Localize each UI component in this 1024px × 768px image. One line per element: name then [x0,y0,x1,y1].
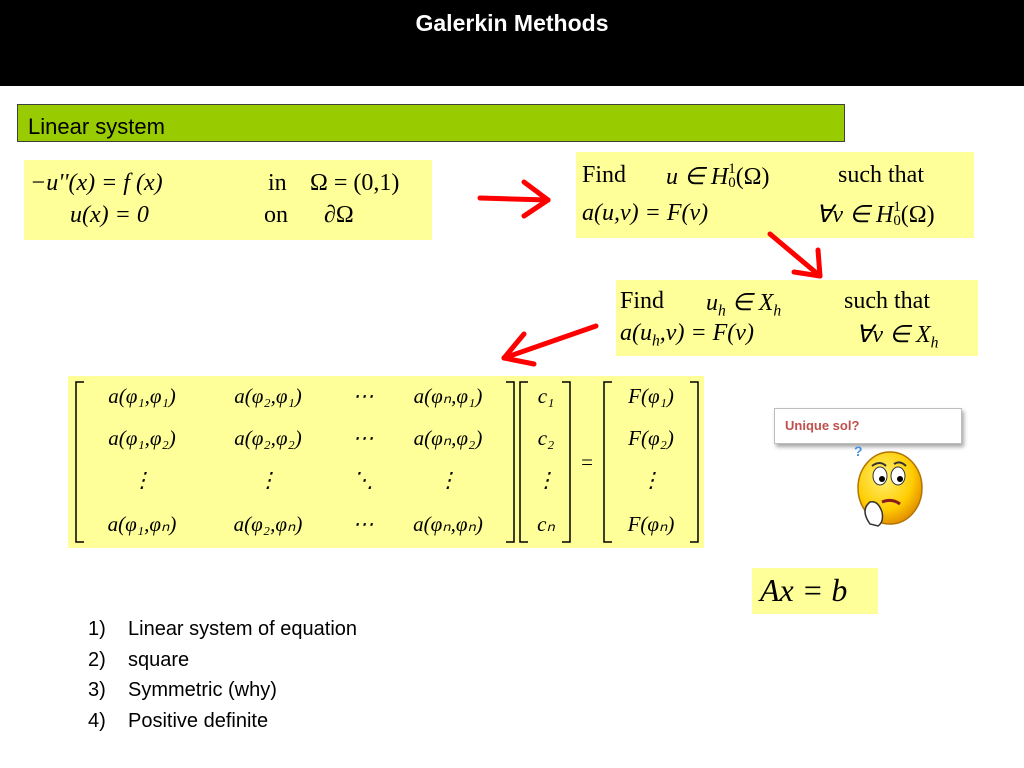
slide-title: Galerkin Methods [415,10,609,36]
callout-text: Unique sol? [785,418,860,433]
matrix-entry: a(φ₁,φ₂) [108,426,176,450]
list-item: 2)square [88,648,190,671]
list-item: 1)Linear system of equation [88,618,358,640]
list-item: 4)Positive definite [88,709,269,732]
discrete-form-box: Find uh ∈ Xh such that a(uh,v) = F(v) ∀v… [616,280,978,356]
unknown-entry: c₂ [537,426,555,450]
matrix-entry: a(φ₂,φₙ) [233,512,303,536]
weak-form-such-that: such that [838,162,924,188]
matrix-entry: a(φ₁,φₙ) [107,512,177,536]
matrix-entry: a(φₙ,φ₂) [413,426,483,450]
slide-header: Galerkin Methods [0,0,1024,86]
matrix-equals: = [581,450,593,474]
matrix-entry: ⋯ [352,384,374,408]
arrow-right-icon [477,179,551,219]
rhs-entry: F(φ₂) [628,426,674,450]
unknown-entry: c₁ [537,384,555,408]
properties-list: 1)Linear system of equation 2)square 3)S… [88,618,357,740]
section-title: Linear system [28,114,165,139]
matrix-entry: ⋯ [352,512,374,536]
matrix-system-box: a(φ₁,φ₁) a(φ₂,φ₁) ⋯ a(φₙ,φ₁) a(φ₁,φ₂) a(φ₂,φ₂… [68,376,704,548]
matrix-entry: a(φ₂,φ₂) [234,426,302,450]
matrix-entry: a(φₙ,φ₁) [413,384,483,408]
discrete-form-forall: ∀v ∈ Xh [856,322,939,352]
strong-form-in: in [268,170,287,196]
strong-form-boundary-condition: u(x) = 0 [70,202,149,228]
matrix-entry: ⋮ [437,468,459,492]
discrete-form-equation: a(uh,v) = F(v) [620,320,754,350]
strong-form-boundary: ∂Ω [324,202,354,228]
compact-form-box: Ax = b [752,568,878,614]
rhs-entry: F(φₙ) [627,512,675,536]
weak-form-forall-arg: (Ω) [900,202,935,229]
matrix-brackets [75,381,699,543]
list-item: 3)Symmetric (why) [88,679,277,701]
matrix-entry: ⋮ [257,468,279,492]
matrix-entry: a(φ₁,φ₁) [108,384,176,408]
thinking-face-icon: ? [854,443,923,527]
matrix-entry: ⋮ [131,468,153,492]
matrix-entry: a(φ₂,φ₁) [234,384,302,408]
unique-solution-callout: Unique sol? [774,408,962,444]
strong-form-box: −u''(x) = f (x) in Ω = (0,1) u(x) = 0 on… [24,160,432,240]
weak-form-forall: ∀v ∈ H [816,202,894,229]
strong-form-domain: Ω = (0,1) [310,170,400,196]
strong-form-equation: −u''(x) = f (x) [30,170,163,196]
unknown-entry: cₙ [537,512,555,536]
strong-form-on: on [264,202,288,228]
weak-form-equation: a(u,v) = F(v) [582,200,709,226]
weak-form-find: Find [582,162,627,188]
matrix-entry: ⋱ [352,468,374,492]
arrow-down-right-icon [767,231,823,279]
unknown-entry: ⋮ [535,468,557,492]
matrix-entry: ⋯ [352,426,374,450]
matrix-entry: a(φₙ,φₙ) [413,512,483,536]
rhs-entry: ⋮ [640,468,662,492]
arrow-left-icon [501,323,599,367]
discrete-form-find: Find [620,288,665,314]
section-bar: Linear system [17,104,845,142]
rhs-entry: F(φ₁) [628,384,674,408]
discrete-form-such-that: such that [844,288,930,314]
weak-form-space-arg: (Ω) [735,164,770,191]
svg-text:?: ? [854,443,863,459]
weak-form-unknown: u ∈ H [666,164,729,191]
discrete-form-unknown: uh ∈ Xh [706,290,782,320]
compact-equation: Ax = b [760,572,848,608]
